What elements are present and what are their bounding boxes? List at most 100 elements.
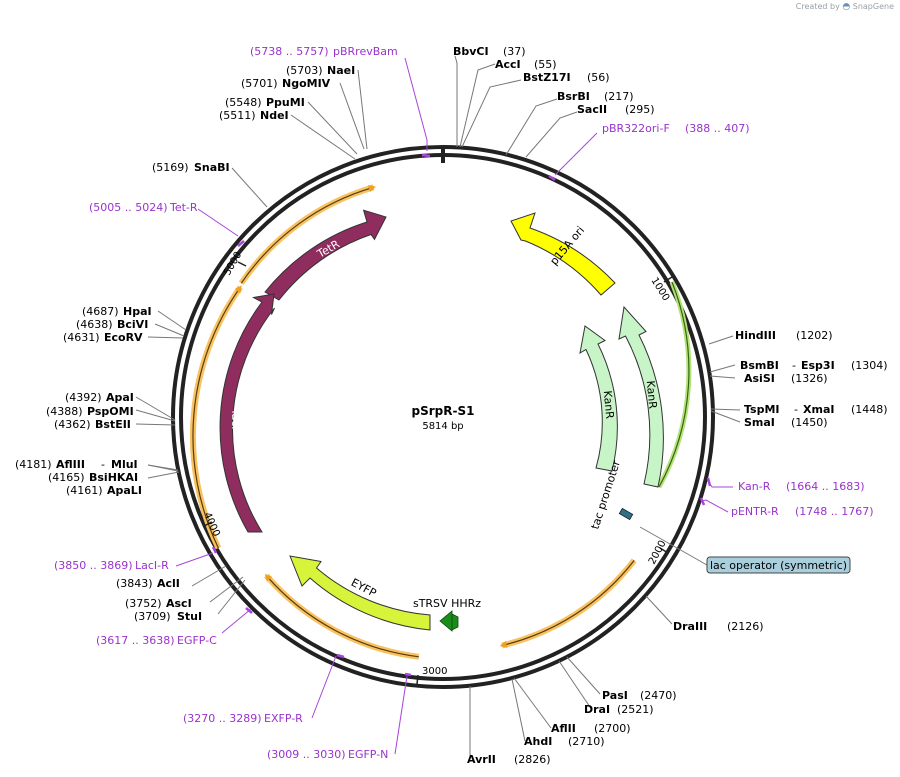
label-lac-operator: lac operator (symmetric) [710, 559, 847, 572]
enzyme-pspomi-pos: (4388) [46, 405, 83, 418]
label-kanR-outer: KanR [644, 380, 659, 410]
enzyme-aflii[interactable]: AflII [551, 722, 576, 735]
primer-egfp-c[interactable]: EGFP-C [177, 634, 217, 647]
label-lacI: lacI [229, 410, 242, 429]
enzyme-asisi[interactable]: AsiSI [744, 372, 775, 385]
leader-lac-operator [639, 526, 708, 566]
enzyme-apai-pos: (4392) [65, 391, 102, 404]
enzyme-snabi[interactable]: SnaBI [194, 161, 230, 174]
enzyme-acci[interactable]: AccI [495, 58, 521, 71]
primer-marks [211, 153, 712, 677]
label-kanR-inner: KanR [601, 390, 616, 420]
enzyme-bsrbi[interactable]: BsrBI [557, 90, 590, 103]
enzyme-esp3i[interactable]: Esp3I [801, 359, 835, 372]
primer-pbr322ori-f[interactable]: pBR322ori-F [602, 122, 670, 135]
enzyme-ndei[interactable]: NdeI [260, 109, 289, 122]
enzyme-bsrbi-pos: (217) [604, 90, 634, 103]
primer-pentr-r[interactable]: pENTR-R [731, 505, 779, 518]
primer-egfp-c-range: (3617 .. 3638) [96, 634, 175, 647]
tick-label-3000: 3000 [422, 666, 447, 677]
enzyme-avrii[interactable]: AvrII [467, 753, 496, 766]
primer-pbrrevbam[interactable]: pBRrevBam [333, 45, 398, 58]
enzyme-bcivi[interactable]: BciVI [117, 318, 148, 331]
enzyme-hindiii[interactable]: HindIII [735, 329, 776, 342]
enzyme-bsihkai[interactable]: BsiHKAI [89, 471, 138, 484]
enzyme-hpai-pos: (4687) [82, 305, 119, 318]
enzyme-stui-pos: (3709) [134, 610, 171, 623]
enzyme-ahdi-pos: (2710) [568, 735, 605, 748]
enzyme-leaders [135, 55, 741, 758]
arc-green-right [656, 281, 692, 489]
enzyme-ecorv-pos: (4631) [63, 331, 100, 344]
enzyme-smai[interactable]: SmaI [744, 416, 775, 429]
enzyme-stui[interactable]: StuI [177, 610, 202, 623]
credit-prefix: Created by [795, 2, 840, 11]
primer-exfp-r[interactable]: EXFP-R [264, 712, 303, 725]
enzyme-mlui[interactable]: MluI [111, 458, 138, 471]
primer-kan-r[interactable]: Kan-R [738, 480, 771, 493]
feature-kanR-outer[interactable] [618, 305, 664, 488]
primer-egfp-n[interactable]: EGFP-N [348, 748, 388, 761]
enzyme-ngomiv[interactable]: NgoMIV [282, 77, 331, 90]
enzyme-afliii-sep: - [101, 458, 105, 471]
enzyme-naei[interactable]: NaeI [327, 64, 355, 77]
snapgene-credit: Created by ◓ SnapGene [796, 2, 894, 12]
enzyme-asci[interactable]: AscI [166, 597, 192, 610]
enzyme-acli[interactable]: AclI [157, 577, 180, 590]
enzyme-afliii[interactable]: AflIII [56, 458, 85, 471]
enzyme-drai[interactable]: DraI [584, 703, 610, 716]
feature-tac-promoter[interactable] [618, 507, 634, 521]
enzyme-ecorv[interactable]: EcoRV [104, 331, 143, 344]
enzyme-draiii[interactable]: DraIII [673, 620, 707, 633]
enzyme-bsihkai-pos: (4165) [48, 471, 85, 484]
enzyme-bsmbi[interactable]: BsmBI [740, 359, 779, 372]
enzyme-ppumi[interactable]: PpuMI [266, 96, 305, 109]
enzyme-ppumi-pos: (5548) [225, 96, 262, 109]
primer-tet-r[interactable]: Tet-R [169, 201, 198, 214]
enzyme-bbvci-pos: (37) [503, 45, 526, 58]
primer-egfp-n-range: (3009 .. 3030) [267, 748, 346, 761]
primer-tet-r-range: (5005 .. 5024) [89, 201, 168, 214]
feature-lacI[interactable] [219, 293, 275, 533]
enzyme-bbvci[interactable]: BbvCI [453, 45, 489, 58]
feature-eyfp[interactable] [289, 555, 431, 631]
enzyme-bsteii[interactable]: BstEII [95, 418, 131, 431]
enzyme-apai[interactable]: ApaI [106, 391, 134, 404]
primer-exfp-r-range: (3270 .. 3289) [183, 712, 262, 725]
enzyme-hpai[interactable]: HpaI [123, 305, 152, 318]
enzyme-drai-pos: (2521) [617, 703, 654, 716]
arc-orange-bottom-right [501, 558, 637, 649]
primer-laci-r[interactable]: LacI-R [135, 559, 169, 572]
enzyme-bstz17i-pos: (56) [587, 71, 610, 84]
enzyme-bsmbi-pos: (1304) [851, 359, 888, 372]
enzyme-aflii-pos: (2700) [594, 722, 631, 735]
feature-p15A-ori[interactable] [510, 212, 616, 296]
primer-kan-r-range: (1664 .. 1683) [786, 480, 865, 493]
enzyme-bstz17i[interactable]: BstZ17I [523, 71, 571, 84]
enzyme-apali[interactable]: ApaLI [107, 484, 142, 497]
lac-operator-box[interactable] [706, 556, 851, 574]
enzyme-ahdi[interactable]: AhdI [524, 735, 552, 748]
enzyme-xmai[interactable]: XmaI [803, 403, 834, 416]
feature-sTRSV-HHRz[interactable] [439, 610, 459, 632]
enzyme-afliii-pos: (4181) [15, 458, 52, 471]
enzyme-sacii[interactable]: SacII [577, 103, 607, 116]
plasmid-length: 5814 bp [422, 421, 463, 432]
enzyme-apali-pos: (4161) [66, 484, 103, 497]
backbone-outer [171, 145, 715, 689]
enzyme-bcivi-pos: (4638) [76, 318, 113, 331]
enzyme-tspmi[interactable]: TspMI [744, 403, 780, 416]
enzyme-avrii-pos: (2826) [514, 753, 551, 766]
feature-tetR[interactable] [264, 209, 387, 301]
enzyme-sacii-pos: (295) [625, 103, 655, 116]
enzyme-pasi[interactable]: PasI [602, 689, 628, 702]
enzyme-draiii-pos: (2126) [727, 620, 764, 633]
enzyme-ngomiv-pos: (5701) [241, 77, 278, 90]
plasmid-name: pSrpR-S1 [412, 404, 475, 418]
primer-laci-r-range: (3850 .. 3869) [54, 559, 133, 572]
feature-kanR-inner[interactable] [579, 325, 618, 472]
enzyme-pasi-pos: (2470) [640, 689, 677, 702]
primer-pentr-r-range: (1748 .. 1767) [795, 505, 874, 518]
enzyme-pspomi[interactable]: PspOMI [87, 405, 134, 418]
label-sTRSV-HHRz: sTRSV HHRz [413, 597, 481, 610]
